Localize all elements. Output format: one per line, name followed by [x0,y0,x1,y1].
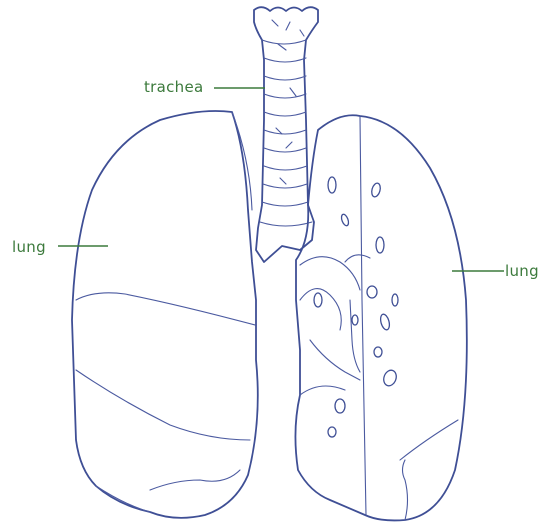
label-lung-right: lung [452,262,539,280]
label-trachea: trachea [144,78,265,96]
label-trachea-text: trachea [144,78,204,96]
label-lung-left-text: lung [12,238,46,256]
label-lung-left: lung [12,238,108,256]
bronchial-tubes [314,177,398,437]
left-lung [72,111,258,518]
label-lung-right-text: lung [505,262,539,280]
